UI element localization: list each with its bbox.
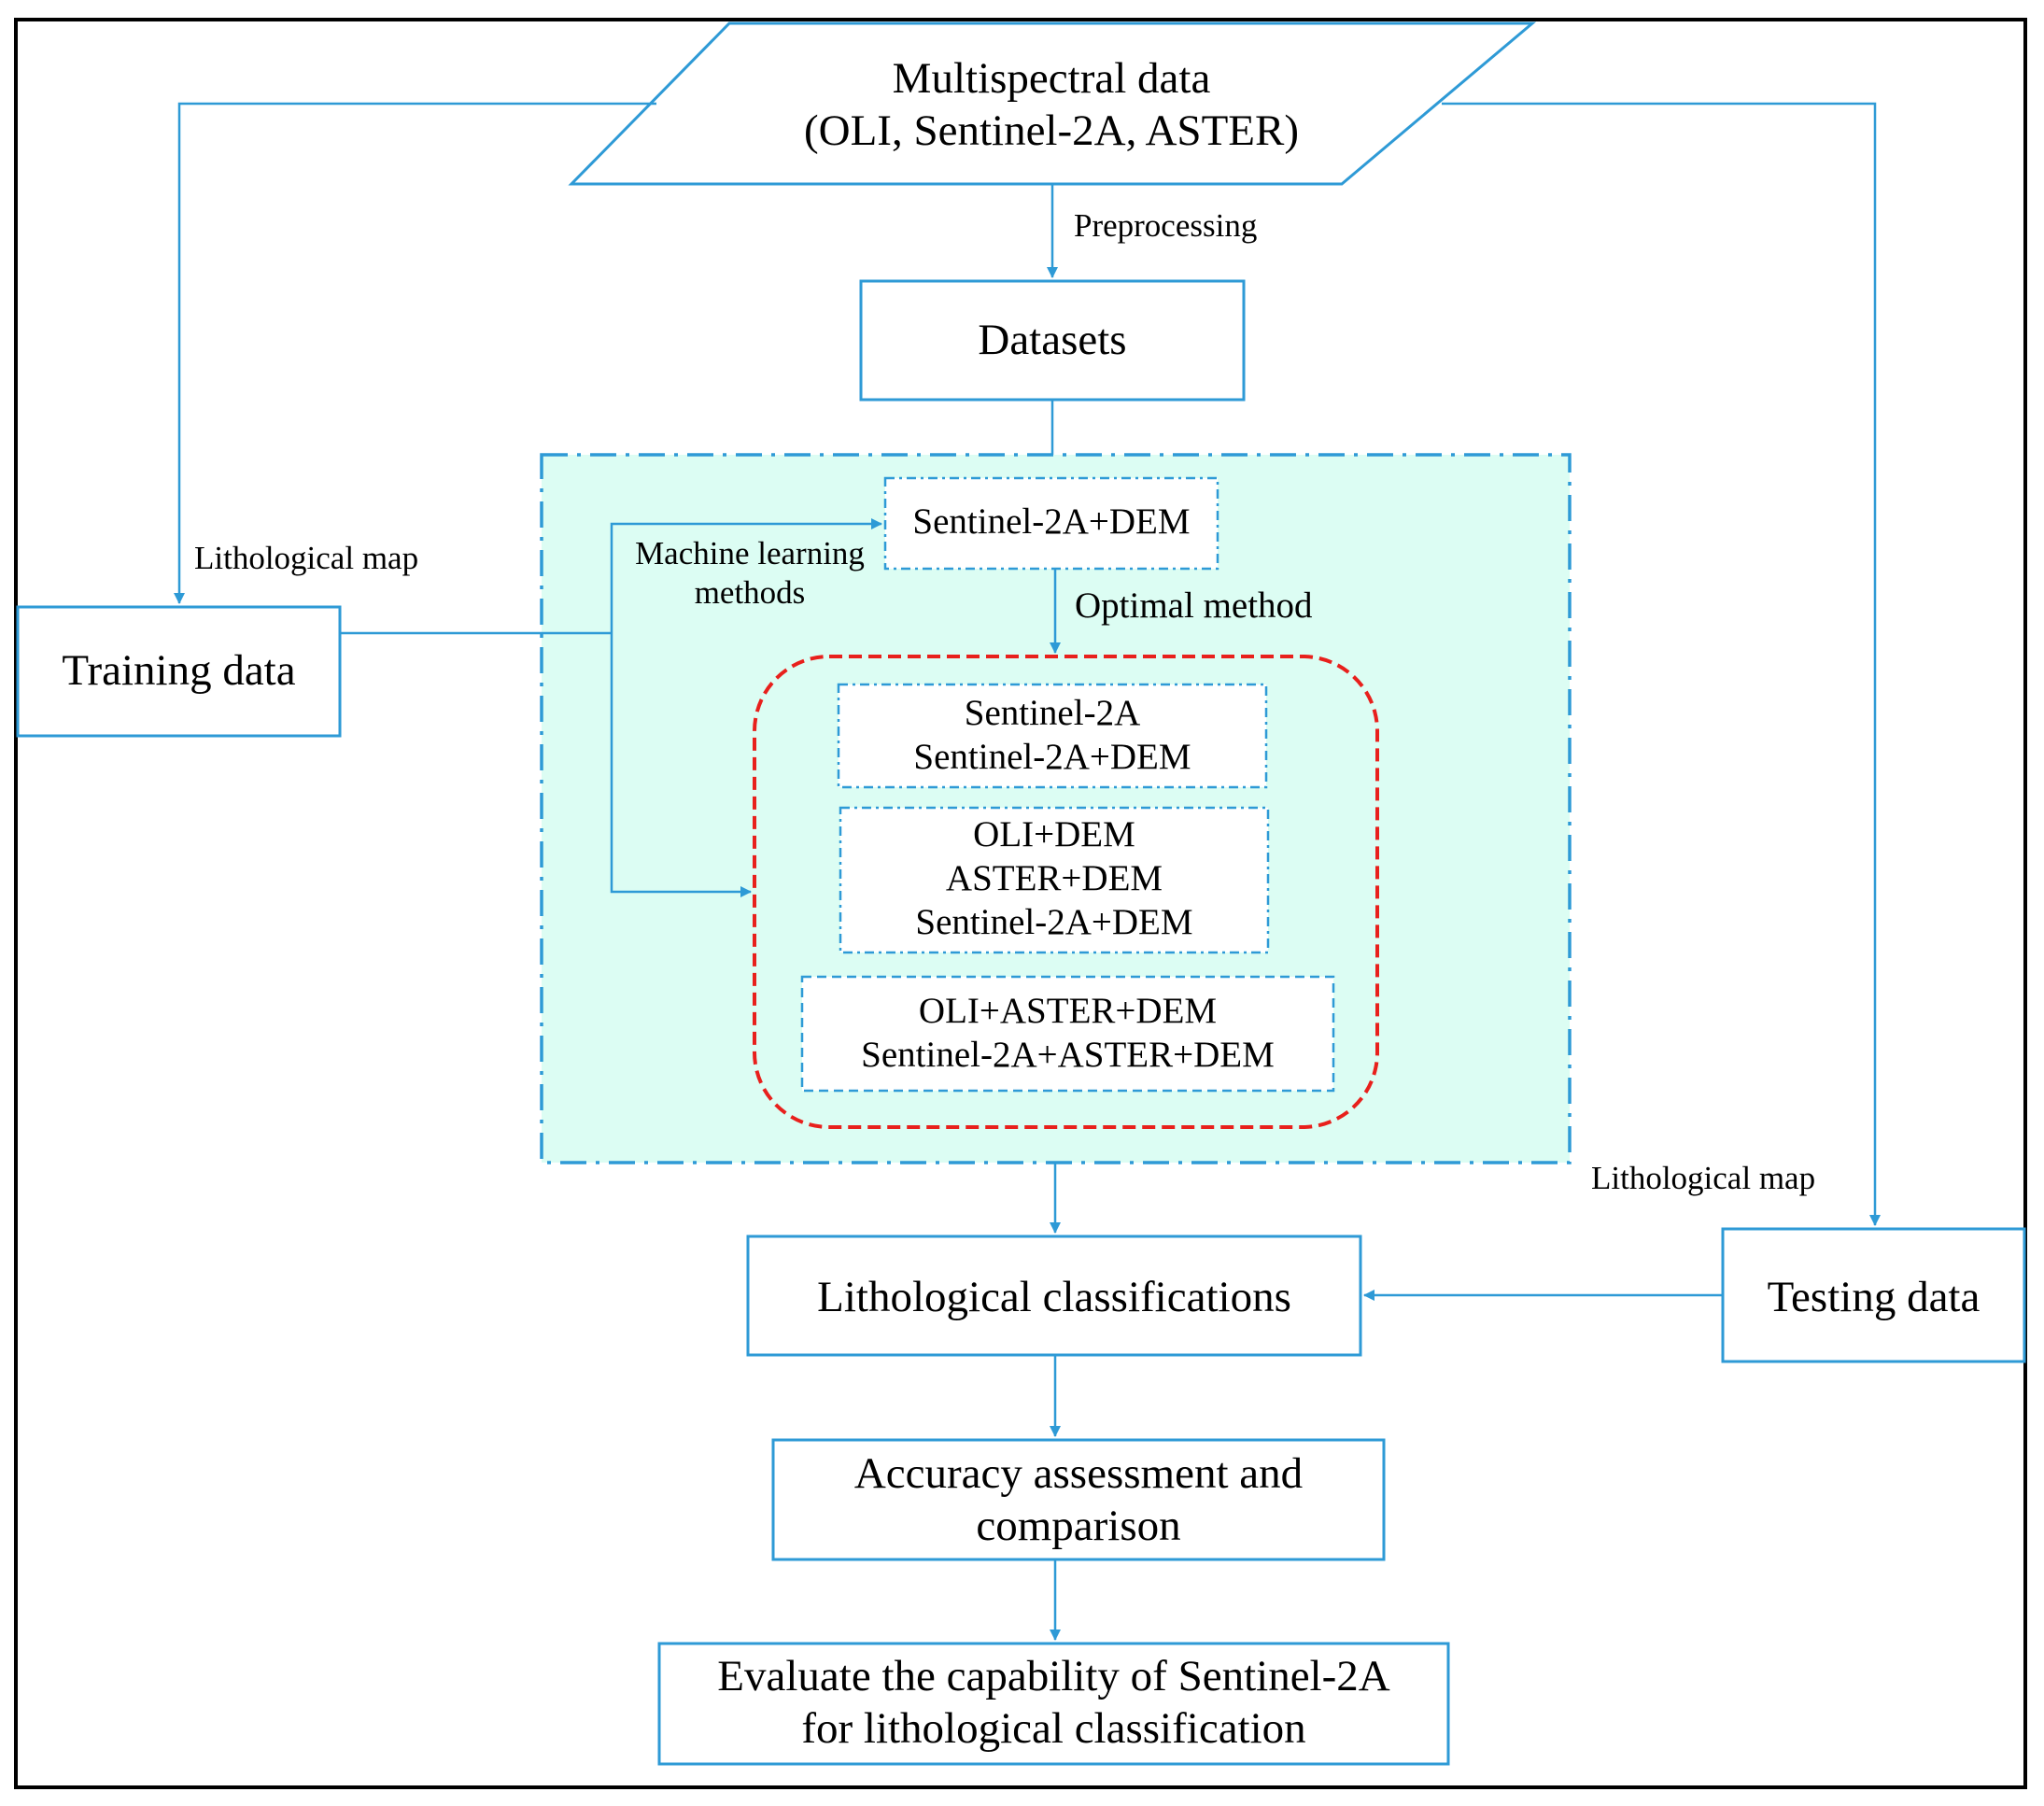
testing-node-label: Testing data: [1767, 1273, 1981, 1321]
accuracy-line1: Accuracy assessment and: [853, 1449, 1304, 1498]
evaluate-line1: Evaluate the capability of Sentinel-2A: [717, 1652, 1390, 1700]
group2-line2: ASTER+DEM: [945, 857, 1163, 898]
multispectral-node-shape: [568, 21, 1537, 186]
training-node-box: [16, 605, 342, 738]
sentinel-dem-top-box: [883, 476, 1219, 571]
datasets-node-label: Datasets: [978, 316, 1127, 364]
group3-label: OLI+ASTER+DEM Sentinel-2A+ASTER+DEM: [802, 990, 1333, 1078]
preprocessing-label: Preprocessing: [1074, 207, 1258, 244]
evaluate-node-box: [657, 1642, 1450, 1766]
testing-node-box: [1721, 1227, 2026, 1363]
group2-box: [839, 806, 1270, 954]
machine-learning-line1: Machine learning: [635, 535, 865, 571]
multispectral-node-label: Multispectral data (OLI, Sentinel-2A, AS…: [729, 52, 1374, 158]
accuracy-node-box: [771, 1438, 1386, 1561]
optimal-method-label: Optimal method: [1075, 586, 1313, 626]
lithological-classifications-label: Lithological classifications: [817, 1273, 1291, 1321]
datasets-node-box: [859, 279, 1246, 402]
group1-line2: Sentinel-2A+DEM: [913, 736, 1191, 777]
edge-to-testing: [1442, 102, 1881, 1226]
edge-ml-bottom: [610, 633, 752, 897]
evaluate-line2: for lithological classification: [801, 1704, 1306, 1754]
multispectral-subtitle: (OLI, Sentinel-2A, ASTER): [804, 106, 1299, 156]
edge-ml-top: [610, 518, 882, 633]
lithological-map-right-label: Lithological map: [1591, 1160, 1816, 1196]
optimal-method-region: [753, 655, 1379, 1129]
group1-label: Sentinel-2A Sentinel-2A+DEM: [839, 692, 1266, 780]
accuracy-line2: comparison: [976, 1502, 1181, 1551]
sentinel-dem-top-label: Sentinel-2A+DEM: [912, 501, 1191, 542]
multispectral-title: Multispectral data: [892, 54, 1211, 103]
evaluate-node-label: Evaluate the capability of Sentinel-2A f…: [659, 1650, 1448, 1756]
group3-line2: Sentinel-2A+ASTER+DEM: [861, 1034, 1275, 1075]
group3-box: [800, 975, 1335, 1093]
outer-frame: [14, 18, 2027, 1789]
training-node-label: Training data: [62, 646, 296, 695]
group2-line1: OLI+DEM: [973, 814, 1135, 854]
lithological-classifications-box: [746, 1235, 1362, 1357]
lithological-map-left-label: Lithological map: [194, 540, 419, 576]
accuracy-node-label: Accuracy assessment and comparison: [773, 1447, 1384, 1553]
group3-line1: OLI+ASTER+DEM: [918, 991, 1218, 1031]
group2-line3: Sentinel-2A+DEM: [915, 901, 1193, 942]
group1-line1: Sentinel-2A: [964, 693, 1141, 733]
group2-label: OLI+DEM ASTER+DEM Sentinel-2A+DEM: [840, 813, 1268, 944]
machine-learning-label: Machine learning methods: [619, 534, 881, 613]
edge-to-training: [174, 102, 656, 604]
group1-box: [837, 683, 1268, 789]
machine-learning-line2: methods: [694, 574, 806, 611]
